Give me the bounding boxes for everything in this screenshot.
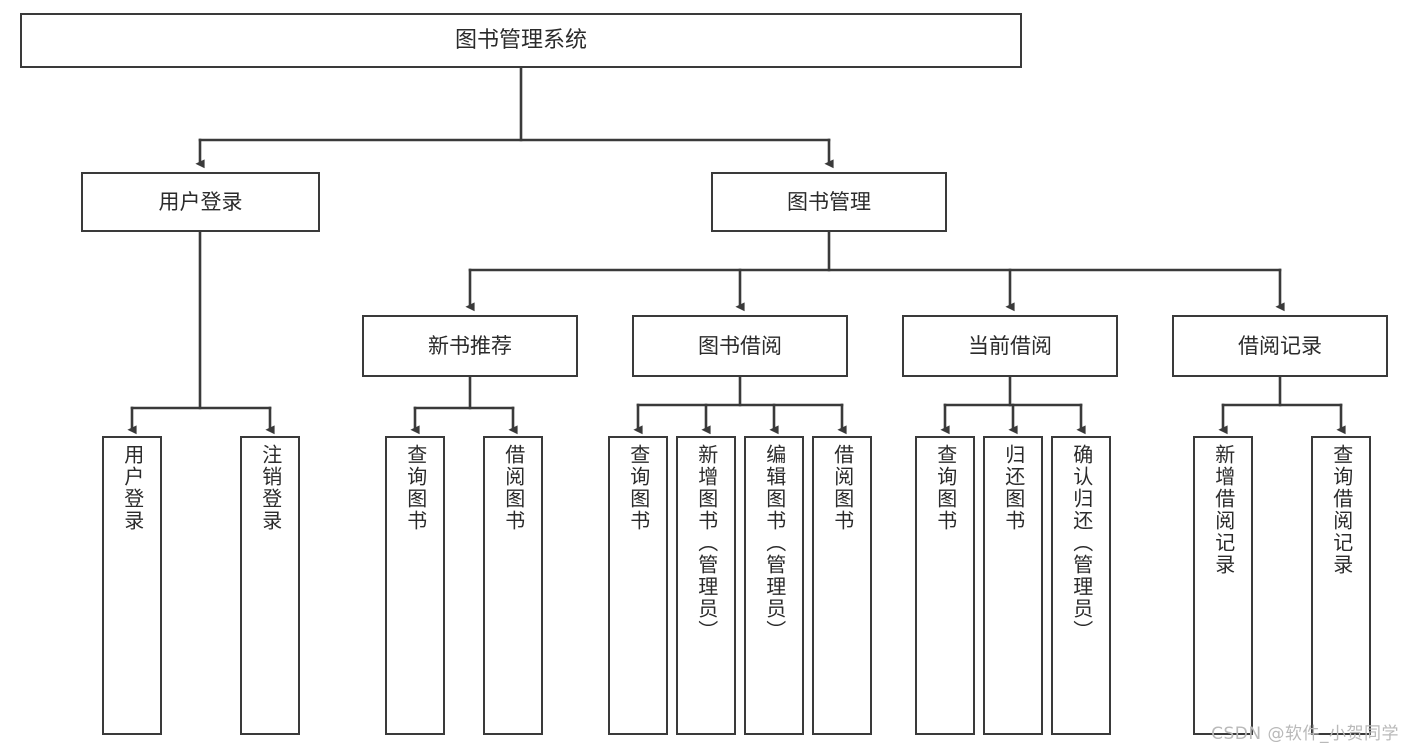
node-leaf-user-logout-label: 注销登录 — [258, 444, 283, 532]
node-leaf-add-book[interactable]: 新增图书（管理员） — [676, 436, 736, 735]
node-book-manage[interactable]: 图书管理 — [711, 172, 947, 232]
node-root-label: 图书管理系统 — [454, 27, 587, 53]
node-user-login[interactable]: 用户登录 — [81, 172, 320, 232]
node-leaf-add-record[interactable]: 新增借阅记录 — [1193, 436, 1253, 735]
node-leaf-query-record-label: 查询借阅记录 — [1329, 444, 1354, 576]
node-leaf-query-book-3-label: 查询图书 — [933, 444, 958, 532]
node-leaf-query-record[interactable]: 查询借阅记录 — [1311, 436, 1371, 735]
node-leaf-user-login[interactable]: 用户登录 — [102, 436, 162, 735]
node-leaf-borrow-book-1-label: 借阅图书 — [501, 444, 526, 532]
node-leaf-borrow-book-2-label: 借阅图书 — [830, 444, 855, 532]
node-new-book-recommend-label: 新书推荐 — [428, 333, 512, 358]
node-borrow-record-label: 借阅记录 — [1238, 333, 1322, 358]
node-new-book-recommend[interactable]: 新书推荐 — [362, 315, 578, 377]
node-leaf-confirm-return-label: 确认归还（管理员） — [1069, 444, 1094, 642]
node-book-borrow[interactable]: 图书借阅 — [632, 315, 848, 377]
node-leaf-query-book-2[interactable]: 查询图书 — [608, 436, 668, 735]
node-leaf-return-book-label: 归还图书 — [1001, 444, 1026, 532]
node-leaf-borrow-book-1[interactable]: 借阅图书 — [483, 436, 543, 735]
node-book-borrow-label: 图书借阅 — [698, 333, 782, 358]
node-leaf-add-record-label: 新增借阅记录 — [1211, 444, 1236, 576]
node-root[interactable]: 图书管理系统 — [20, 13, 1022, 68]
watermark: CSDN @软件_小贺同学 — [1211, 724, 1399, 744]
node-leaf-query-book-1[interactable]: 查询图书 — [385, 436, 445, 735]
node-leaf-edit-book-label: 编辑图书（管理员） — [762, 444, 787, 642]
node-leaf-borrow-book-2[interactable]: 借阅图书 — [812, 436, 872, 735]
node-leaf-query-book-3[interactable]: 查询图书 — [915, 436, 975, 735]
node-book-manage-label: 图书管理 — [787, 189, 871, 214]
node-leaf-edit-book[interactable]: 编辑图书（管理员） — [744, 436, 804, 735]
node-leaf-add-book-label: 新增图书（管理员） — [694, 444, 719, 642]
node-current-borrow[interactable]: 当前借阅 — [902, 315, 1118, 377]
node-leaf-user-logout[interactable]: 注销登录 — [240, 436, 300, 735]
node-user-login-label: 用户登录 — [158, 189, 243, 214]
node-leaf-user-login-label: 用户登录 — [120, 444, 145, 532]
node-leaf-query-book-2-label: 查询图书 — [626, 444, 651, 532]
node-leaf-query-book-1-label: 查询图书 — [403, 444, 428, 532]
node-leaf-return-book[interactable]: 归还图书 — [983, 436, 1043, 735]
node-borrow-record[interactable]: 借阅记录 — [1172, 315, 1388, 377]
node-current-borrow-label: 当前借阅 — [968, 333, 1052, 358]
node-leaf-confirm-return[interactable]: 确认归还（管理员） — [1051, 436, 1111, 735]
